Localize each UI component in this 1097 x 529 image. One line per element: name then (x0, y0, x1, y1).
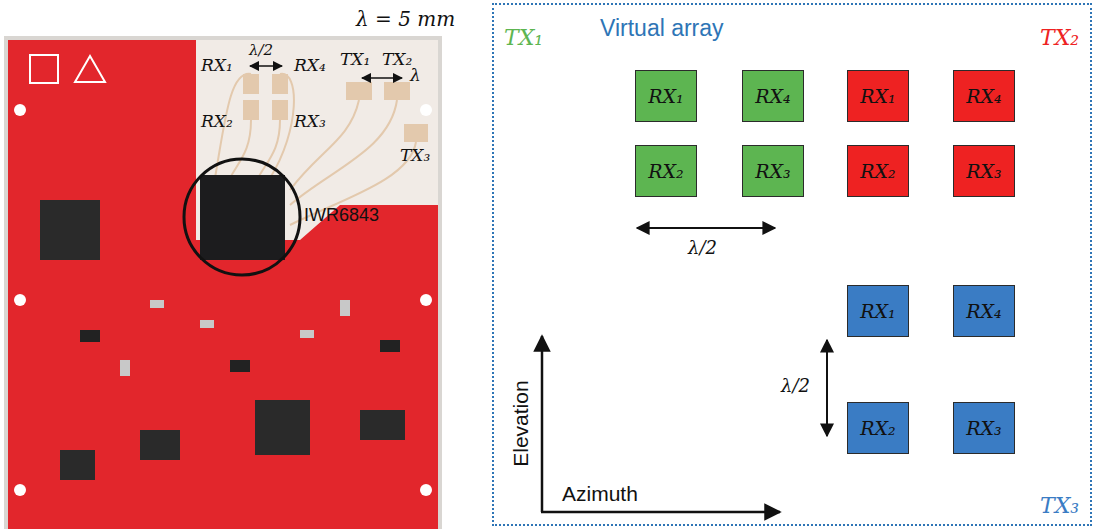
antenna-label: RX₁ (860, 85, 895, 107)
virtual-antenna-element: RX₂ (635, 145, 697, 197)
chip-label: IWR6843 (304, 206, 379, 226)
antenna-label: RX₂ (860, 417, 895, 439)
virtual-antenna-element: RX₂ (847, 145, 909, 197)
virtual-antenna-element: RX₄ (742, 70, 804, 122)
antenna-label: TX₂ (382, 50, 412, 69)
antenna-label: RX₃ (294, 112, 326, 131)
antenna-label: RX₂ (201, 112, 233, 131)
antenna-label: RX₁ (648, 85, 683, 107)
spacing-label: λ (410, 66, 421, 85)
pcb-board (4, 36, 442, 529)
antenna-label: RX₄ (966, 300, 1001, 322)
antenna-label: RX₃ (966, 160, 1001, 182)
virtual-antenna-element: RX₁ (847, 285, 909, 337)
axis-label: Elevation (508, 381, 531, 467)
virtual-antenna-element: RX₃ (953, 402, 1015, 454)
virtual-antenna-element: RX₂ (847, 402, 909, 454)
tx-label: TX₃ (1040, 494, 1079, 518)
axis-label: Azimuth (562, 482, 638, 505)
spacing-label: λ/2 (688, 238, 717, 258)
virtual-antenna-element: RX₁ (847, 70, 909, 122)
antenna-label: RX₂ (648, 160, 683, 182)
antenna-label: RX₃ (755, 160, 790, 182)
virtual-antenna-element: RX₃ (953, 145, 1015, 197)
antenna-label: TX₁ (340, 50, 370, 69)
antenna-label: RX₁ (860, 300, 895, 322)
tx-label: TX₁ (504, 26, 543, 50)
virtual-antenna-element: RX₃ (742, 145, 804, 197)
spacing-label: λ/2 (249, 42, 273, 59)
tx-label: TX₂ (1040, 26, 1079, 50)
antenna-label: RX₄ (966, 85, 1001, 107)
virtual-antenna-element: RX₁ (635, 70, 697, 122)
panel-title: Virtual array (600, 15, 724, 42)
antenna-label: RX₁ (201, 56, 233, 75)
dimension-arrows (637, 228, 827, 436)
virtual-antenna-element: RX₄ (953, 285, 1015, 337)
virtual-antenna-element: RX₄ (953, 70, 1015, 122)
spacing-label: λ/2 (781, 376, 810, 396)
antenna-label: TX₃ (400, 146, 430, 165)
antenna-label: RX₂ (860, 160, 895, 182)
antenna-label: RX₃ (966, 417, 1001, 439)
wavelength-note: λ = 5 mm (356, 8, 455, 30)
axes (541, 336, 780, 512)
antenna-label: RX₄ (755, 85, 790, 107)
virtual-array-panel: Virtual arrayRX₁ RX₄ RX₁ RX₄ RX₂ RX₃ RX₂ RX₃ RX₁… (492, 3, 1092, 526)
antenna-label: RX₄ (294, 56, 326, 75)
